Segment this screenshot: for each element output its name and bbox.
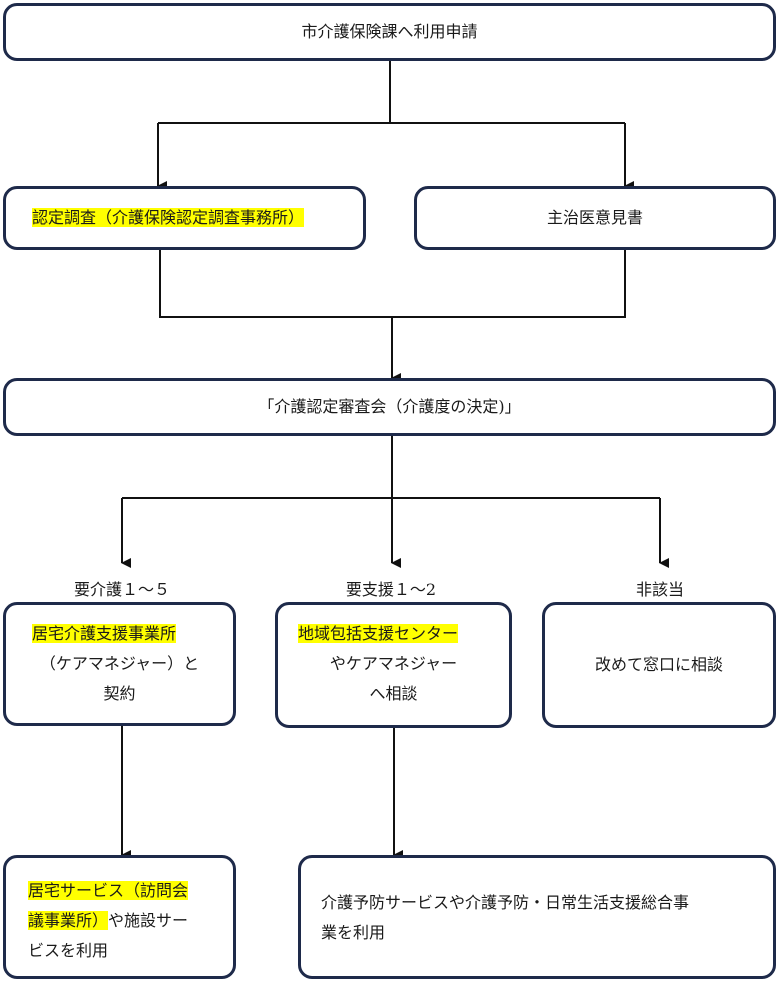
node-survey-text: 認定調査（介護保険認定調査事務所）	[32, 208, 305, 227]
node-home-service-line3: ビスを利用	[28, 941, 109, 960]
node-care-line3: 契約	[103, 684, 136, 703]
connector-committee-split	[122, 436, 660, 499]
node-support: 地域包括支援センター やケアマネジャー へ相談	[275, 602, 512, 728]
node-apply: 市介護保険課へ利用申請	[3, 3, 776, 61]
connector-merge	[159, 250, 626, 318]
node-home-service-hl2: 議事業所）	[28, 911, 109, 930]
node-opinion: 主治医意見書	[414, 186, 776, 250]
branch-label-notapplicable: 非該当	[635, 580, 684, 599]
branch-label-care: 要介護１～５	[73, 580, 170, 599]
node-committee-text: 「介護認定審査会（介護度の決定)」	[258, 397, 521, 416]
node-support-line2: やケアマネジャー	[329, 654, 458, 673]
node-apply-text: 市介護保険課へ利用申請	[301, 22, 478, 41]
node-committee: 「介護認定審査会（介護度の決定)」	[3, 378, 776, 436]
node-home-service: 居宅サービス（訪問会 議事業所）や施設サー ビスを利用	[3, 855, 236, 979]
node-care-highlight: 居宅介護支援事業所	[32, 624, 177, 643]
node-home-service-rest2: や施設サー	[108, 911, 189, 930]
node-survey: 認定調査（介護保険認定調査事務所）	[3, 186, 366, 250]
connector-apply-split	[158, 60, 625, 124]
node-opinion-text: 主治医意見書	[546, 208, 643, 227]
node-prevention-service-line2: 業を利用	[321, 923, 386, 942]
node-support-highlight: 地域包括支援センター	[298, 624, 459, 643]
node-support-line3: へ相談	[369, 684, 418, 703]
node-prevention-service: 介護予防サービスや介護予防・日常生活支援総合事 業を利用	[298, 855, 776, 979]
node-care: 居宅介護支援事業所 （ケアマネジャー）と 契約	[3, 602, 236, 726]
node-notapplicable: 改めて窓口に相談	[542, 602, 776, 728]
node-prevention-service-line1: 介護予防サービスや介護予防・日常生活支援総合事	[321, 893, 690, 912]
node-care-line2: （ケアマネジャー）と	[39, 654, 200, 673]
branch-label-support: 要支援１～2	[345, 580, 437, 599]
node-notapplicable-text: 改めて窓口に相談	[594, 655, 723, 674]
node-home-service-hl1: 居宅サービス（訪問会	[28, 881, 189, 900]
